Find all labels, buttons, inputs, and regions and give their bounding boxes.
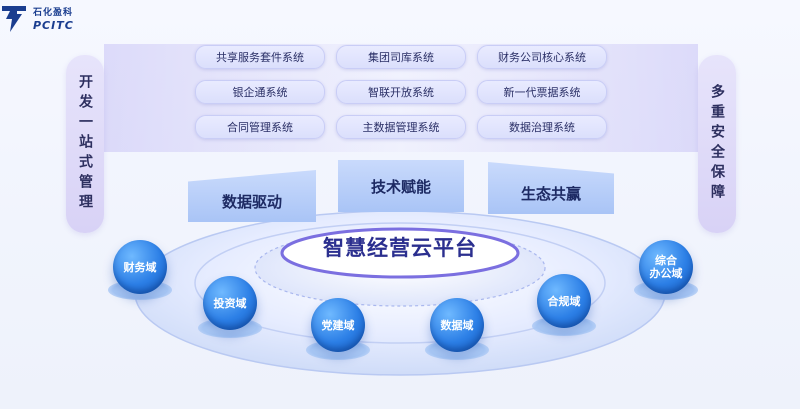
right-banner: 多重安全保障 [698, 55, 736, 233]
core-ring [280, 227, 520, 279]
logo-mark-icon [2, 6, 26, 32]
domain-sphere-data: 数据域 [430, 298, 484, 352]
pillar-label: 技术赋能 [370, 177, 431, 196]
pcitc-logo: 石化盈科 PCITC [0, 0, 90, 40]
system-pill: 数据治理系统 [477, 115, 607, 139]
pillar-tech-enabled: 技术赋能 [338, 160, 464, 212]
pillar-label: 数据驱动 [221, 192, 282, 211]
domain-sphere-investment: 投资域 [203, 276, 257, 330]
middle-ring [194, 222, 606, 344]
logo-text-chinese: 石化盈科 [33, 8, 74, 18]
system-pill: 主数据管理系统 [336, 115, 466, 139]
domain-sphere-compliance: 合规域 [537, 274, 591, 328]
system-pill: 财务公司核心系统 [477, 45, 607, 69]
logo-text-english: PCITC [33, 19, 74, 32]
right-banner-label: 多重安全保障 [709, 84, 725, 204]
system-pill: 银企通系统 [195, 80, 325, 104]
pillar-label: 生态共赢 [520, 184, 581, 203]
left-banner-label: 开发一站式管理 [77, 74, 93, 214]
pillar-ecosystem: 生态共赢 [488, 162, 614, 214]
system-pill: 共享服务套件系统 [195, 45, 325, 69]
domain-sphere-finance: 财务域 [113, 240, 167, 294]
system-pill: 合同管理系统 [195, 115, 325, 139]
left-banner: 开发一站式管理 [66, 55, 104, 233]
platform-title: 智慧经营云平台 [323, 236, 477, 260]
domain-sphere-office: 综合 办公域 [639, 240, 693, 294]
system-pill: 新一代票据系统 [477, 80, 607, 104]
domain-sphere-party: 党建域 [311, 298, 365, 352]
system-pill: 集团司库系统 [336, 45, 466, 69]
system-pill: 智联开放系统 [336, 80, 466, 104]
pillar-data-driven: 数据驱动 [188, 170, 316, 222]
